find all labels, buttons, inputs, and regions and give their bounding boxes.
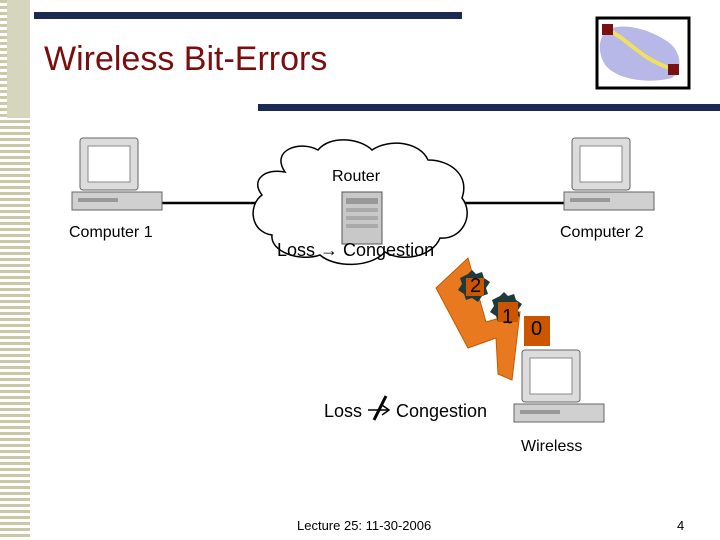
top-rule [34, 12, 462, 19]
computer-2-label: Computer 2 [560, 224, 644, 241]
wired-loss-congestion-label: Loss → Congestion [277, 240, 435, 260]
slide-footer: Lecture 25: 11-30-2006 [297, 518, 432, 533]
wireless-computer-icon [513, 349, 605, 423]
packet-1-icon [490, 292, 522, 324]
slide-title: Wireless Bit-Errors [44, 40, 328, 78]
page-number: 4 [677, 518, 685, 533]
computer-1-icon [71, 137, 163, 211]
packet-1-label: 1 [502, 306, 514, 328]
left-stripe-top-block [7, 0, 30, 118]
wireless-congestion-label: Congestion [396, 401, 488, 421]
wireless-loss-label: Loss [324, 401, 363, 421]
packet-0-label: 0 [531, 318, 543, 340]
strike-through-mark [372, 395, 388, 421]
network-logo [595, 16, 691, 90]
computer-2-icon [563, 137, 655, 211]
wireless-label: Wireless [521, 438, 583, 455]
router-label: Router [332, 168, 381, 185]
router-server-icon [341, 191, 383, 245]
title-underline-rule [258, 104, 720, 111]
packet-0-icon [524, 316, 550, 346]
arrow-icon [368, 404, 391, 416]
packet-2-label: 2 [470, 275, 482, 297]
computer-1-label: Computer 1 [69, 224, 153, 241]
packet-2-icon [458, 270, 490, 302]
